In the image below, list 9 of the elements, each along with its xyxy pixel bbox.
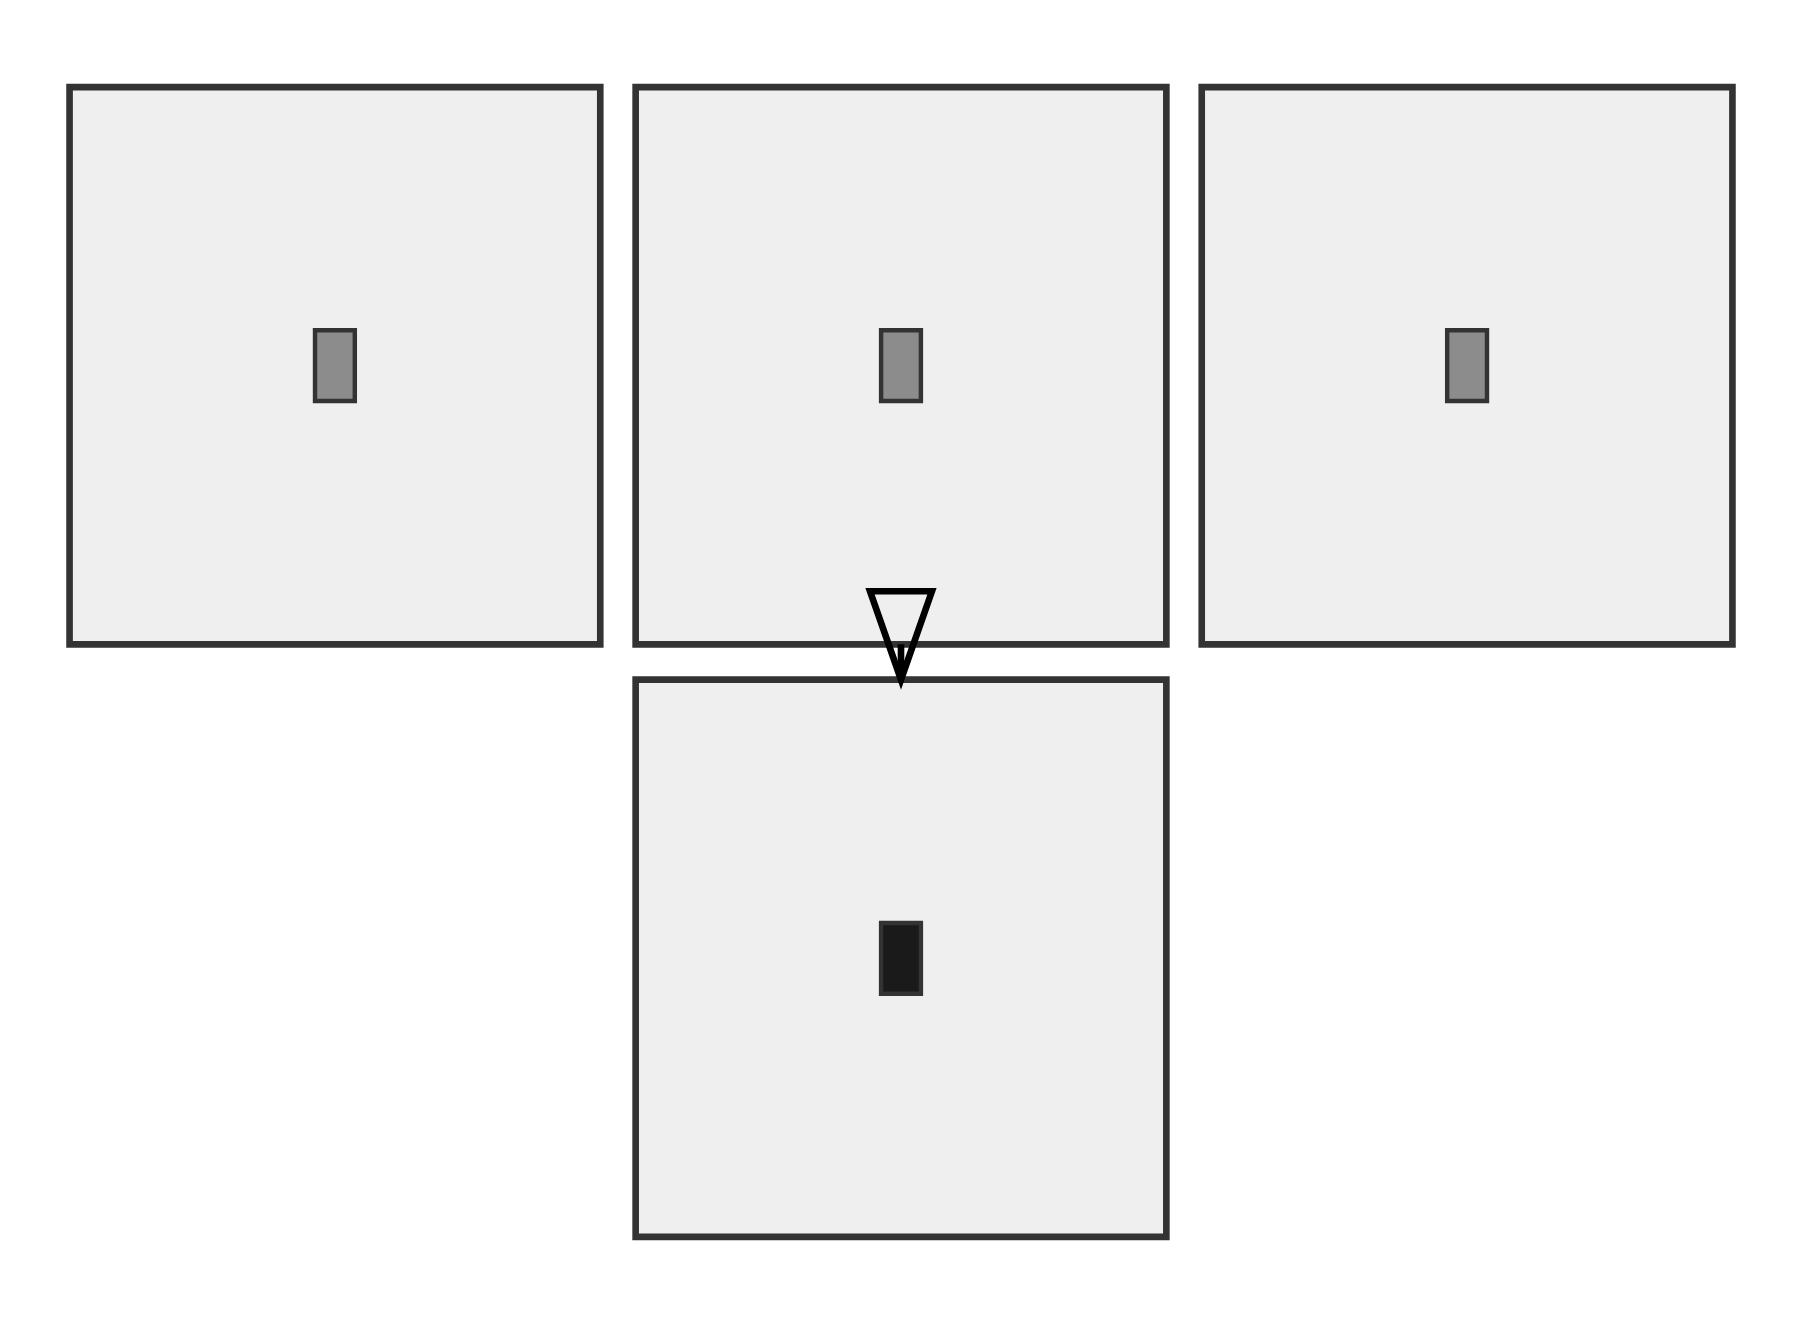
cluster [66,83,604,648]
node-bar [312,328,358,404]
cluster [632,676,1170,1241]
node-bar [878,920,924,996]
node-bar [878,328,924,404]
arrow [865,587,937,690]
cluster [1198,83,1736,648]
cluster [632,83,1170,648]
node-bar [1444,328,1490,404]
